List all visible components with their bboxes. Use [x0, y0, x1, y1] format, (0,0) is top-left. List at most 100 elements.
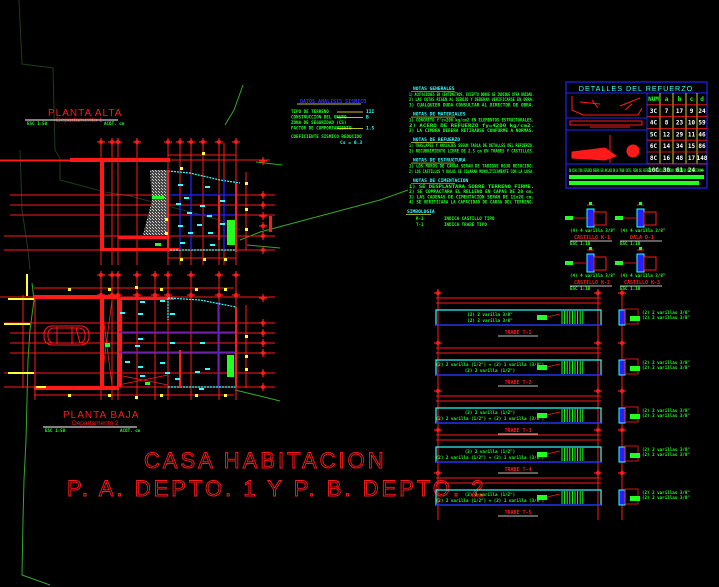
- note-item: 1) LOS MUROS DE CARGA SERAN DE TABIQUE R…: [409, 164, 534, 169]
- analysis-row-label: ZONA DE SEGURIDAD (CS): [291, 120, 346, 125]
- dim-tick: [135, 286, 138, 289]
- opening-mark: [205, 186, 210, 188]
- section-rebar-top: (2) 2 varillas 3/8": [642, 408, 690, 413]
- plan-upper-title: PLANTA ALTA: [48, 108, 122, 119]
- beam-label: TRABE T-3: [504, 428, 531, 434]
- dim-tick: [108, 394, 111, 397]
- table-cell: 86: [698, 143, 706, 150]
- note-item: 2) SE COMPACTARA EL RELLENO EN CAPAS DE …: [409, 189, 534, 194]
- beam-bottom-rebar: (2) 2 varilla (1/2") + (2) 1 varilla (3/…: [436, 455, 544, 460]
- legend-code: T-1: [416, 222, 424, 227]
- dim-tick: [245, 208, 248, 211]
- column-outline: [593, 256, 607, 271]
- dim-tick: [160, 288, 163, 291]
- column-section: [586, 208, 595, 228]
- axis-marker: [110, 140, 114, 144]
- column-label: CASTILLO K-1: [574, 235, 610, 241]
- table-cell: 16: [663, 155, 671, 162]
- notes-section-header: NOTAS DE REFUERZO: [413, 137, 460, 143]
- table-cell: 9: [690, 108, 694, 115]
- beam-section: [618, 407, 626, 424]
- beam-bottom-rebar: (2) 2 varilla (1/2") + (2) 1 varilla (3/…: [436, 416, 544, 421]
- opening-mark: [184, 197, 189, 199]
- dim-tick: [160, 394, 163, 397]
- beam-label: TRABE T-1: [504, 330, 531, 336]
- opening-mark: [220, 223, 225, 225]
- axis-marker: [116, 140, 120, 144]
- section-label: [630, 316, 640, 321]
- opening-mark: [160, 300, 165, 302]
- table-header-cell: c: [690, 96, 694, 103]
- leader: [546, 363, 561, 368]
- dim-tick: [68, 288, 71, 291]
- plan-lower-scale-left: ESC 1:50: [45, 428, 66, 433]
- table-cell: 61: [676, 167, 684, 174]
- rebar-table-footnote: EN VIGAS TODO REFUERZO DEBERA SER ANCLAD…: [569, 168, 704, 185]
- column-label: CASTILLO K-3: [624, 280, 660, 286]
- dim-tick: [165, 232, 168, 235]
- analysis-row-value: III: [366, 109, 375, 115]
- table-cell: 24: [688, 167, 696, 174]
- axis-marker: [234, 140, 238, 144]
- dim-tick: [245, 368, 248, 371]
- rebar-dot: [589, 202, 592, 205]
- table-cell: 4C: [650, 120, 658, 127]
- opening-mark: [120, 312, 125, 314]
- dim-tick: [245, 335, 248, 338]
- opening-mark: [208, 232, 213, 234]
- table-cell: 5C: [650, 131, 658, 138]
- axis-marker: [178, 140, 182, 144]
- dim-tick: [224, 288, 227, 291]
- beam-section: [618, 489, 626, 506]
- dim-tick: [68, 394, 71, 397]
- beam-top-rebar: (2) 2 varilla (1/2"): [465, 492, 515, 497]
- table-cell: 14: [663, 143, 671, 150]
- column-outline: [643, 256, 657, 271]
- opening-mark: [197, 224, 202, 226]
- beam-body: [435, 309, 602, 326]
- plan-lower-subtitle: Departamento 2: [72, 420, 119, 427]
- plan-upper[interactable]: PLANTA ALTA Departamento 1 ESC 1:50 ACOT…: [0, 108, 275, 279]
- stair-hatch: [143, 170, 168, 235]
- analysis-row-value: 1.5: [366, 126, 375, 132]
- table-cell: 10C: [648, 167, 659, 174]
- hook-detail-drawing: [569, 96, 643, 163]
- dim-tick: [135, 396, 138, 399]
- footnote-line: [569, 181, 699, 185]
- legend-header: SIMBOLOGIA: [407, 209, 435, 215]
- section-rebar-bottom: (2) 2 varillas 3/8": [642, 495, 690, 500]
- note-item: 3) CUALQUIER DUDA CONSULTAR AL DIRECTOR …: [409, 102, 534, 107]
- plan-lower[interactable]: PLANTA BAJA Departamento 2 ESC 1:50 ACOT…: [0, 274, 275, 433]
- note-item: 4) SE VERIFICARA LA CAPACIDAD DE CARGA D…: [409, 200, 534, 205]
- section-rebar-top: (2) 2 varillas 3/8": [642, 360, 690, 365]
- table-cell: 7: [665, 108, 669, 115]
- analysis-row-value: B: [366, 115, 369, 121]
- beam-top-rebar: (2) 2 varilla (1/2"): [465, 449, 515, 454]
- rebar-dot: [639, 202, 642, 205]
- section-rebar-top: (2) 2 varillas 3/8": [642, 490, 690, 495]
- stirrup-label: [537, 315, 547, 320]
- opening-mark: [178, 184, 183, 186]
- table-cell: 34: [676, 143, 684, 150]
- dim-tick: [224, 258, 227, 261]
- drawing-title-line1: CASA HABITACION: [144, 448, 387, 473]
- legend-code: K-1: [416, 216, 424, 221]
- rebar-table-title: DETALLES DEL REFUERZO: [579, 84, 693, 93]
- stirrup-label: [537, 413, 547, 418]
- beam-top-rebar: (2) 2 varilla 3/8": [467, 312, 513, 317]
- beam-top-rebar: (2) 2 varilla (1/2") + (2) 1 varilla (3/…: [436, 362, 544, 367]
- axis-marker: [135, 140, 139, 144]
- opening-mark: [135, 345, 140, 347]
- table-cell: 148: [697, 155, 708, 162]
- rebar-label: [565, 261, 573, 265]
- column-section: [636, 208, 645, 228]
- note-item: 2) ACERO DE REFUERZO fy=4200 kg/cm2.: [409, 123, 534, 128]
- note-item: 2) RECUBRIMIENTO LIBRE DE 2.5 cm EN TRAB…: [409, 148, 534, 153]
- notes-section-header: NOTAS DE ESTRUCTURA: [413, 158, 466, 164]
- column-caption: (4) 4 varilla 3/8": [570, 228, 616, 233]
- table-header-cell: NUM: [648, 96, 659, 103]
- column-section: [586, 253, 595, 273]
